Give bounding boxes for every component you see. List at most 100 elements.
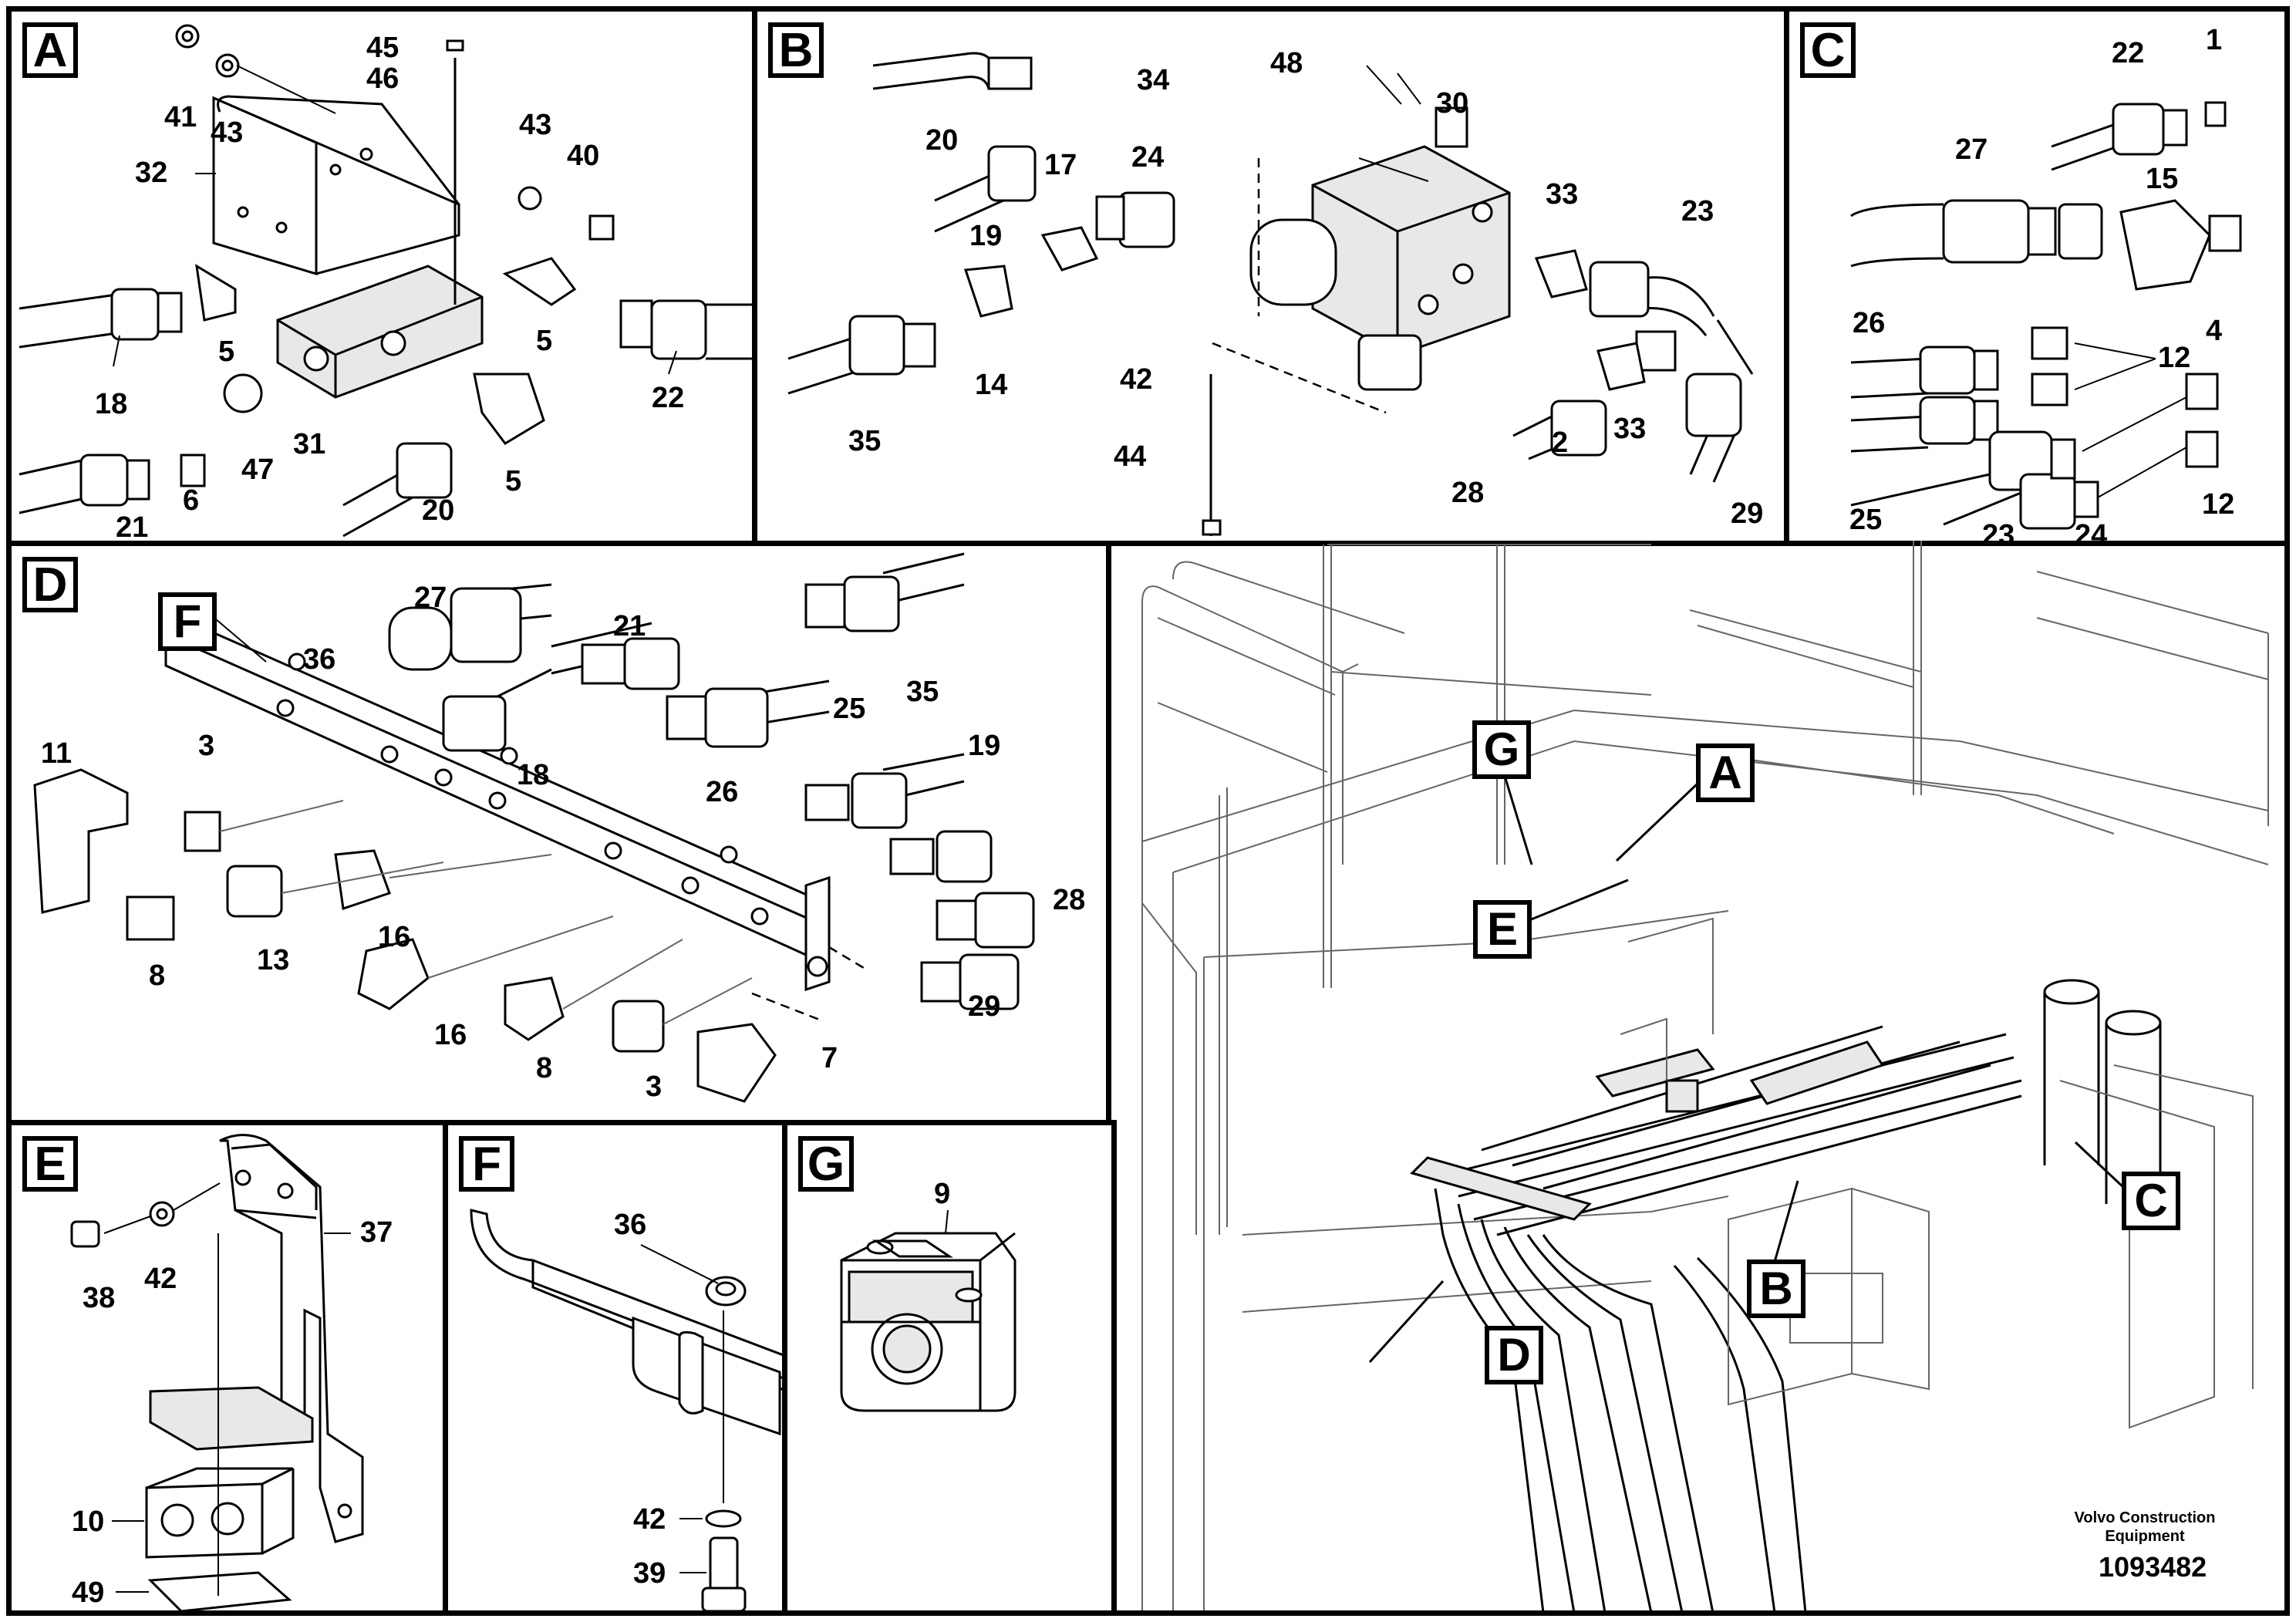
- panel-b-label: B: [768, 22, 824, 78]
- overview-callout-e: E: [1473, 900, 1532, 959]
- part-number: 16: [434, 1019, 467, 1051]
- part-number: 22: [652, 382, 685, 414]
- part-number: 36: [614, 1209, 647, 1241]
- panel-c-label: C: [1800, 22, 1856, 78]
- part-number: 31: [293, 428, 326, 460]
- panel-f-drawing: [470, 1209, 782, 1610]
- part-number: 41: [164, 101, 197, 133]
- overview-drawing: [1141, 541, 2269, 1614]
- part-number: 23: [1982, 519, 2015, 546]
- part-number: 21: [613, 610, 646, 642]
- part-number: 21: [116, 511, 149, 544]
- panel-e-drawing: [70, 1134, 364, 1610]
- brand-name: Volvo Construction Equipment: [2052, 1509, 2237, 1546]
- panel-a: A 45 46 41 43 43 40 32 5 5 5 18 22 31 47…: [6, 6, 757, 546]
- panel-b: B 34 48 30 20 17 24 19 33 23 14 35 42 44…: [752, 6, 1789, 546]
- overview-callout-c: C: [2122, 1172, 2180, 1230]
- overview-callout-d: D: [1485, 1326, 1543, 1384]
- part-number: 18: [95, 388, 128, 420]
- part-number: 24: [1131, 141, 1165, 174]
- part-number: 5: [536, 325, 553, 357]
- part-number: 38: [83, 1282, 116, 1314]
- part-number: 18: [517, 759, 550, 791]
- part-number: 49: [72, 1576, 105, 1609]
- part-number: 35: [848, 425, 882, 457]
- part-number: 22: [2112, 37, 2145, 69]
- part-number: 25: [1849, 504, 1883, 536]
- overview-callout-b: B: [1747, 1259, 1805, 1318]
- part-number: 15: [2146, 163, 2179, 195]
- brand-line2: Equipment: [2105, 1528, 2185, 1545]
- part-number: 23: [1681, 195, 1714, 228]
- part-number: 6: [183, 484, 200, 517]
- panel-b-drawing: [787, 52, 1754, 536]
- part-number: 47: [241, 454, 275, 486]
- part-number: 42: [144, 1263, 177, 1295]
- part-number: 25: [833, 693, 866, 725]
- part-number: 26: [706, 776, 739, 808]
- panel-e-label: E: [22, 1136, 78, 1192]
- panel-d: D F 27 36 21 11 3 18 25 35 26 19 13 8 16…: [6, 541, 1111, 1125]
- part-number: 30: [1436, 87, 1469, 120]
- part-number: 14: [975, 369, 1008, 401]
- part-number: 16: [378, 921, 411, 953]
- panel-f-marker: F: [158, 592, 217, 651]
- panel-g: G 9: [782, 1120, 1117, 1616]
- part-number: 42: [633, 1503, 666, 1536]
- panel-c: C 22 1 27 15 26 12 4 25 23 24 12: [1784, 6, 2290, 546]
- document-number: 1093482: [2099, 1551, 2207, 1583]
- part-number: 34: [1137, 64, 1170, 96]
- part-number: 1: [2206, 24, 2223, 56]
- part-number: 8: [536, 1052, 553, 1084]
- panel-e: E 37 38 42 10 49: [6, 1120, 448, 1616]
- part-number: 9: [934, 1178, 951, 1210]
- part-number: 8: [149, 959, 166, 992]
- part-number: 43: [519, 109, 552, 141]
- overview-callout-g: G: [1472, 720, 1531, 779]
- part-number: 44: [1114, 440, 1147, 473]
- part-number: 3: [646, 1071, 663, 1103]
- part-number: 28: [1053, 884, 1086, 916]
- overview-callout-a: A: [1696, 744, 1755, 802]
- part-number: 37: [360, 1216, 393, 1249]
- part-number: 7: [821, 1042, 838, 1074]
- panel-d-label: D: [22, 557, 78, 612]
- part-number: 28: [1451, 477, 1485, 509]
- part-number: 36: [303, 643, 336, 676]
- part-number: 48: [1270, 47, 1303, 79]
- part-number: 24: [2075, 519, 2108, 546]
- part-number: 5: [505, 465, 522, 497]
- part-number: 43: [211, 116, 244, 149]
- part-number: 3: [198, 730, 215, 762]
- part-number: 35: [906, 676, 939, 708]
- part-number: 12: [2158, 342, 2191, 374]
- part-number: 17: [1044, 149, 1077, 181]
- part-number: 33: [1613, 413, 1647, 445]
- brand-line1: Volvo Construction: [2074, 1509, 2216, 1526]
- part-number: 5: [218, 336, 235, 368]
- part-number: 32: [135, 157, 168, 189]
- part-number: 11: [41, 737, 72, 770]
- part-number: 29: [1731, 497, 1764, 530]
- part-number: 20: [925, 124, 959, 157]
- overview-illustration: G A E C B D Volvo Construction Equipment…: [1111, 541, 2290, 1616]
- panel-a-drawing: [19, 24, 752, 538]
- panel-c-drawing: [1850, 101, 2242, 530]
- part-number: 29: [968, 990, 1001, 1023]
- part-number: 40: [567, 140, 600, 172]
- panel-a-label: A: [22, 22, 78, 78]
- part-number: 19: [968, 730, 1001, 762]
- part-number: 20: [422, 494, 455, 527]
- part-number: 42: [1120, 363, 1153, 396]
- panel-f-label: F: [459, 1136, 514, 1192]
- part-number: 12: [2202, 488, 2235, 521]
- panel-g-label: G: [798, 1136, 854, 1192]
- part-number: 46: [366, 62, 400, 95]
- part-number: 45: [366, 32, 400, 64]
- panel-d-drawing: [33, 552, 1035, 1103]
- part-number: 33: [1546, 178, 1579, 211]
- panel-g-drawing: [840, 1209, 1017, 1412]
- part-number: 19: [969, 220, 1003, 252]
- part-number: 27: [1955, 133, 1988, 166]
- part-number: 27: [414, 582, 447, 614]
